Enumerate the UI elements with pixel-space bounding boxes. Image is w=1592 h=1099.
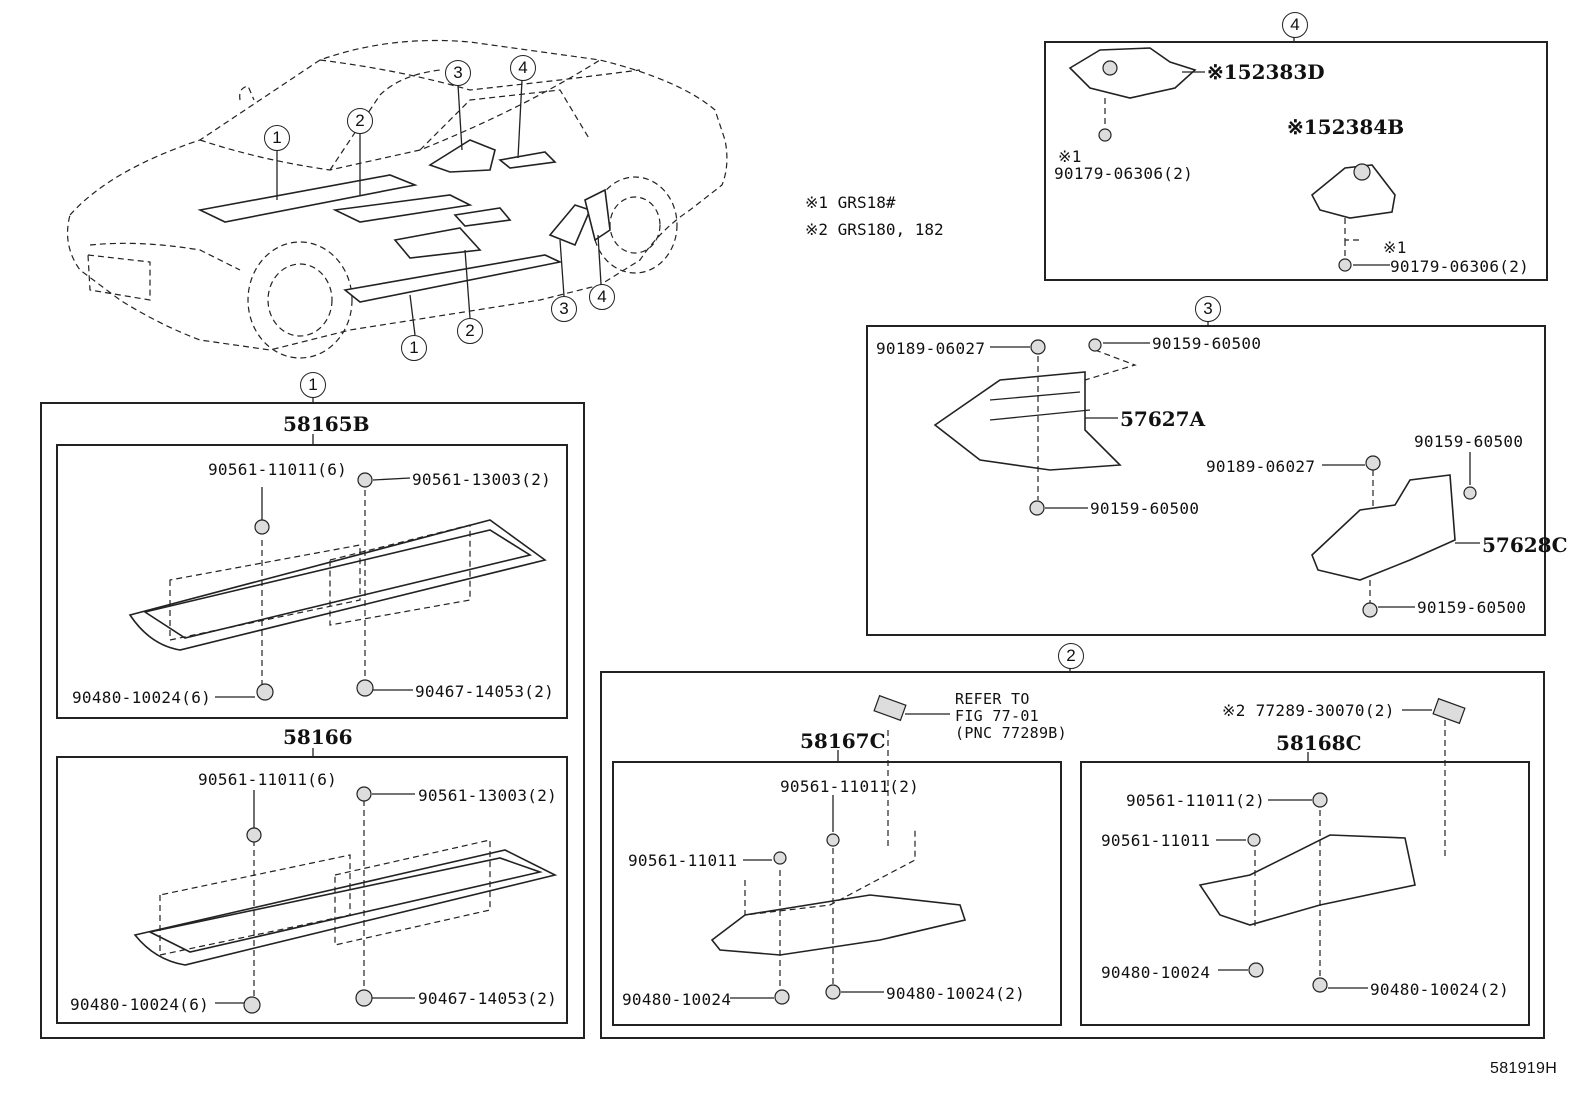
label-d-4: 90480-10024(2) [1370,980,1510,999]
label-a-3: 90480-10024(6) [72,688,212,707]
label-d-3: 90480-10024 [1101,963,1211,982]
group4-drawings [1068,47,1396,272]
group2-title-d: 58168C [1276,731,1362,755]
figure-code: 581919H [1490,1060,1558,1077]
refer-line-1: REFER TO [955,690,1030,708]
group3-drawings [933,338,1480,618]
label-c-3: 90480-10024 [622,990,732,1009]
group1-sub-b-frame [56,756,568,1024]
refer-line-2: FIG 77-01 [955,707,1039,725]
label-g4-2: ※1 [1058,147,1082,166]
callout-2-bottom: 2 [457,318,483,344]
group2-circle: 2 [1058,643,1084,669]
refer-line-3: (PNC 77289B) [955,724,1067,742]
callout-1-bottom: 1 [401,335,427,361]
group1-frame [40,402,585,1039]
label-d-2: 90561-11011 [1101,831,1211,850]
group4-circle: 4 [1282,12,1308,38]
group2-sub-c-frame [612,761,1062,1026]
note-2: ※2 GRS180, 182 [805,220,944,239]
label-b-3: 90480-10024(6) [70,995,210,1014]
label-g4-4: ※152384B [1287,115,1405,139]
group1-title-b: 58166 [283,725,353,749]
label-c-2: 90561-11011 [628,851,738,870]
label-g4-5: ※1 [1383,238,1407,257]
label-a-1: 90561-11011(6) [208,460,348,479]
callout-1-top: 1 [264,125,290,151]
group1-sub-a-frame [56,444,568,719]
label-c-4: 90480-10024(2) [886,984,1026,1003]
label-g4-6: 90179-06306(2) [1390,257,1530,276]
label-g3-2: 90159-60500 [1152,334,1262,353]
label-g3-5: 90159-60500 [1414,432,1524,451]
note-1: ※1 GRS18# [805,193,896,212]
callout-4-top: 4 [510,55,536,81]
group3-frame [866,325,1546,636]
label-g3-3: 57627A [1120,407,1206,431]
label-g4-3: 90179-06306(2) [1054,164,1194,183]
car-overview-drawing [67,39,728,359]
group1-circle: 1 [300,372,326,398]
group2-sub-d-frame [1080,761,1530,1026]
group1-drawings [128,397,558,1014]
label-d-top: ※2 77289-30070(2) [1222,701,1395,720]
group3-circle: 3 [1195,296,1221,322]
label-a-4: 90467-14053(2) [415,682,555,701]
label-g3-6: 90189-06027 [1206,457,1316,476]
group2-title-c: 58167C [800,729,886,753]
callout-2-top: 2 [347,108,373,134]
label-g3-4: 90159-60500 [1090,499,1200,518]
label-g3-8: 90159-60500 [1417,598,1527,617]
group2-frame [600,671,1545,1039]
label-b-4: 90467-14053(2) [418,989,558,1008]
label-g3-1: 90189-06027 [876,339,986,358]
callout-3-top: 3 [445,60,471,86]
callout-4-bottom: 4 [589,284,615,310]
label-b-1: 90561-11011(6) [198,770,338,789]
label-d-1: 90561-11011(2) [1126,791,1266,810]
label-b-2: 90561-13003(2) [418,786,558,805]
callout-3-bottom: 3 [551,296,577,322]
group1-title-a: 58165B [283,412,370,436]
label-c-1: 90561-11011(2) [780,777,920,796]
label-g4-1: ※152383D [1207,60,1325,84]
label-a-2: 90561-13003(2) [412,470,552,489]
group4-frame [1044,41,1548,281]
label-g3-7: 57628C [1482,533,1568,557]
group2-drawings [710,36,1466,1005]
